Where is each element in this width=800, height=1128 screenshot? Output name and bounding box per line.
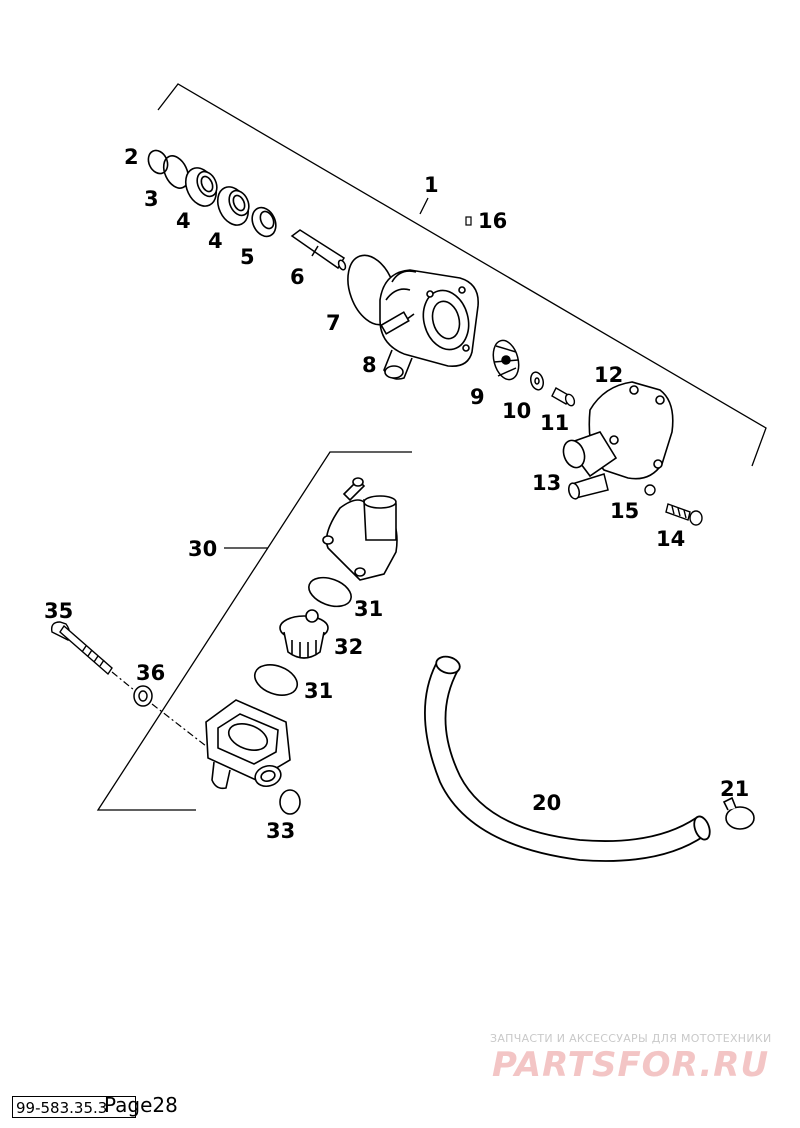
callout-1: 1	[424, 173, 439, 197]
screw-part	[551, 387, 576, 407]
callout-2: 2	[124, 145, 139, 169]
callout-11: 11	[540, 411, 569, 435]
assembly-bracket-1	[157, 83, 767, 467]
callout-31: 31	[354, 597, 383, 621]
bearing-part	[216, 186, 250, 226]
callout-5: 5	[240, 245, 255, 269]
callout-4: 4	[176, 209, 191, 233]
pump-cover-part	[562, 381, 674, 480]
page-number: Page28	[104, 1093, 178, 1117]
assembly-bracket-30	[96, 451, 412, 811]
seal-ring-part	[253, 664, 299, 696]
impeller-part	[492, 339, 520, 381]
callout-35: 35	[44, 599, 73, 623]
retaining-ring-part	[162, 155, 190, 189]
callout-3: 3	[144, 187, 159, 211]
seal-ring-part	[308, 576, 352, 608]
callout-31: 31	[304, 679, 333, 703]
callout-7: 7	[326, 311, 341, 335]
callout-13: 13	[532, 471, 561, 495]
callout-9: 9	[470, 385, 485, 409]
washer-part	[133, 685, 153, 707]
hose-nipple-part	[567, 473, 609, 500]
thermostat-housing-part	[205, 699, 291, 790]
coolant-hose-part	[424, 655, 711, 862]
watermark-tagline: ЗАПЧАСТИ И АКСЕССУАРЫ ДЛЯ МОТОТЕХНИКИ	[490, 1032, 772, 1045]
callout-12: 12	[594, 363, 623, 387]
washer-part	[530, 371, 544, 391]
callout-4: 4	[208, 229, 223, 253]
pump-shaft-part	[290, 229, 347, 271]
thermostat-part	[279, 609, 329, 659]
circlip-part	[147, 149, 169, 175]
o-ring-part	[279, 789, 301, 815]
long-bolt-part	[50, 621, 113, 676]
bolt-part	[665, 503, 703, 526]
callout-21: 21	[720, 777, 749, 801]
thermostat-cover-part	[322, 477, 398, 581]
pump-housing-part	[379, 269, 479, 380]
shaft-seal-part	[251, 206, 277, 238]
callout-33: 33	[266, 819, 295, 843]
part-callouts: 1 2 3 4 4 5 6 7 8 9 10 11 12 13 14 15 16…	[44, 145, 749, 843]
callout-30: 30	[188, 537, 217, 561]
small-o-ring-part	[644, 484, 656, 496]
watermark-brand-logo: PARTSFOR.RU	[492, 1045, 770, 1085]
hose-clamp-part	[722, 796, 755, 830]
callout-14: 14	[656, 527, 685, 551]
callout-32: 32	[334, 635, 363, 659]
small-marker-part	[465, 216, 472, 226]
callout-15: 15	[610, 499, 639, 523]
callout-6: 6	[290, 265, 305, 289]
callout-8: 8	[362, 353, 377, 377]
callout-20: 20	[532, 791, 561, 815]
callout-10: 10	[502, 399, 531, 423]
callout-36: 36	[136, 661, 165, 685]
alignment-line	[111, 671, 207, 747]
callout-16: 16	[478, 209, 507, 233]
bearing-part	[184, 167, 218, 207]
drawing-code: 99-583.35.3	[12, 1096, 136, 1118]
